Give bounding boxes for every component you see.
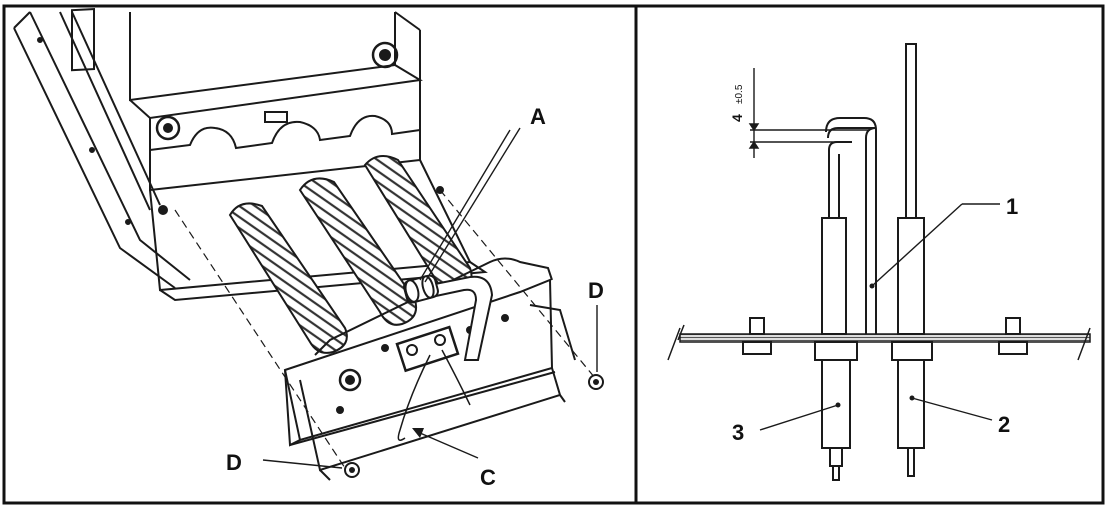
leader-dot-2: [909, 395, 915, 401]
electrode-1: [825, 117, 877, 334]
outer-frame: [2, 4, 1105, 505]
dimension-tolerance: ±0.5: [734, 84, 745, 104]
left-leader-lines: [262, 127, 598, 469]
electrode-2: [891, 43, 933, 477]
electrode-3: [814, 141, 858, 481]
leader-dot-3: [835, 402, 841, 408]
bolt-right: [998, 317, 1028, 355]
left-panel-burner-assembly: A C D D: [13, 8, 604, 490]
callout-3: 3: [732, 420, 744, 445]
callout-2: 2: [998, 412, 1010, 437]
ignition-cable: [397, 354, 431, 441]
combustion-chamber: [71, 8, 423, 141]
alignment-guides: [174, 189, 596, 469]
dimension-value: 4: [729, 114, 745, 122]
electrode-connector: [403, 274, 439, 304]
callout-c: C: [480, 465, 496, 490]
bolt-left: [742, 317, 772, 355]
right-leader-lines: [759, 203, 1000, 431]
arrow-c-head: [412, 428, 424, 438]
ignition-cable-2: [441, 349, 471, 406]
chassis-frame: [13, 11, 191, 289]
callout-a: A: [530, 104, 546, 129]
right-panel-electrode-detail: 4 ±0.5 1 2 3: [667, 43, 1091, 481]
gap-dimension: [748, 68, 870, 158]
screw-d-right: [588, 374, 604, 390]
mounting-plate: [667, 324, 1091, 361]
leader-dot-1: [869, 283, 875, 289]
callout-d-bottom: D: [226, 450, 242, 475]
screw-d-bottom: [344, 462, 360, 478]
burner-support-plate: [149, 80, 488, 302]
burner-ramps: [228, 155, 473, 354]
callout-d-right: D: [588, 278, 604, 303]
callout-1: 1: [1006, 194, 1018, 219]
